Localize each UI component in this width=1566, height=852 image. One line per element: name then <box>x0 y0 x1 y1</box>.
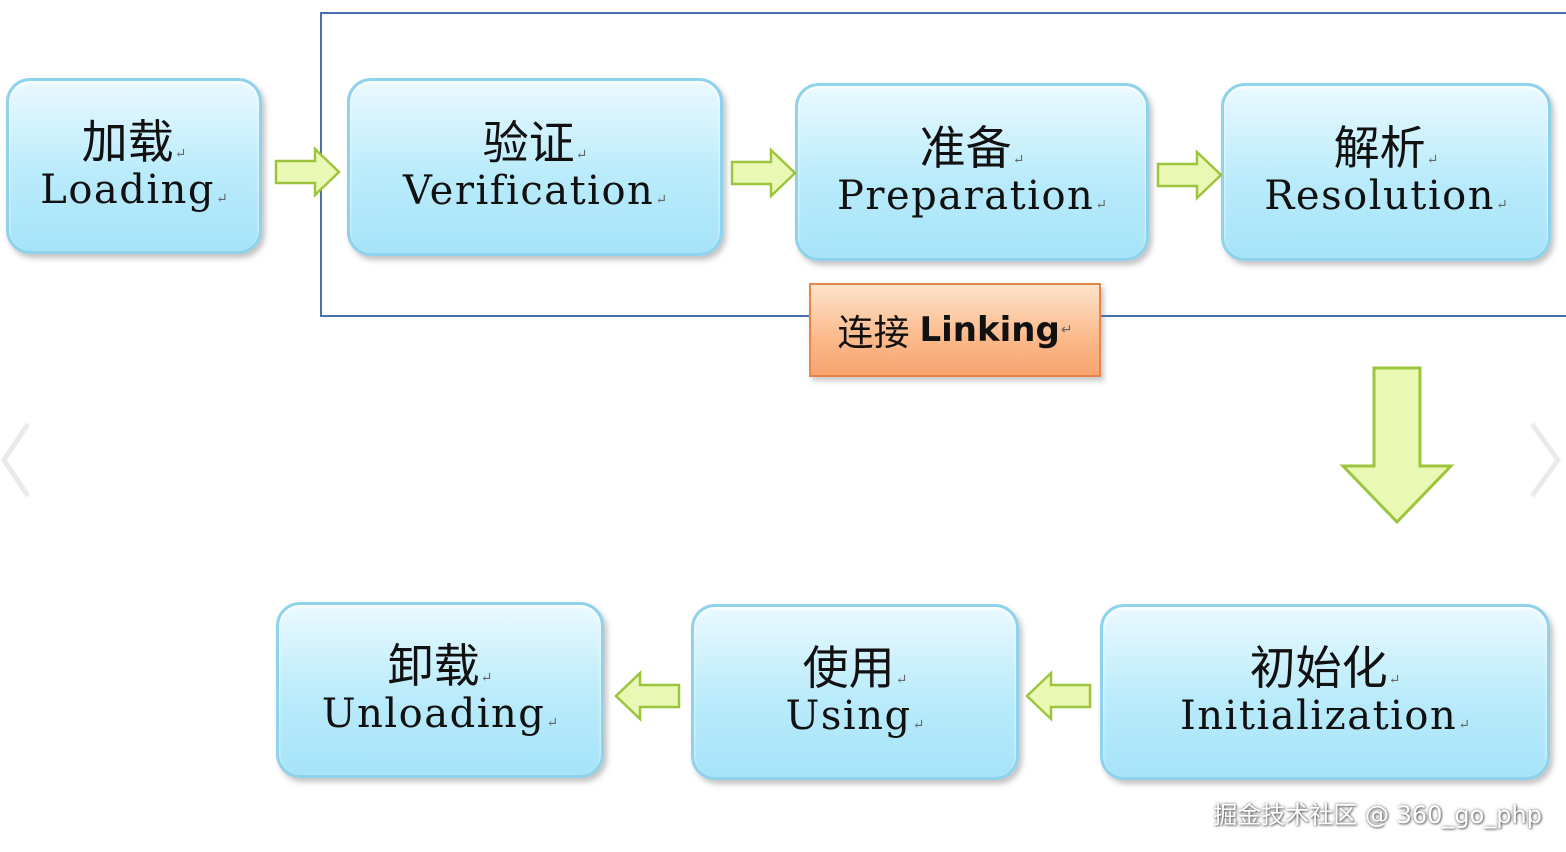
stage-resolution-cn: 解析 <box>1333 120 1426 175</box>
stage-verification-en: Verification <box>402 168 655 215</box>
linking-label: 连接 Linking ↵ <box>809 283 1101 377</box>
linking-label-cn: 连接 <box>837 313 910 354</box>
stage-loading: 加载↵ Loading↵ <box>6 78 262 254</box>
chevron-left-icon[interactable] <box>0 420 40 500</box>
stage-initialization-en: Initialization <box>1179 693 1458 740</box>
stage-initialization: 初始化↵ Initialization↵ <box>1100 604 1550 780</box>
stage-preparation: 准备↵ Preparation↵ <box>795 83 1149 261</box>
arrow-icon <box>730 147 797 199</box>
stage-preparation-en: Preparation <box>836 173 1095 220</box>
stage-initialization-cn: 初始化 <box>1249 640 1388 695</box>
linking-label-en: Linking <box>919 310 1060 350</box>
arrow-icon <box>614 670 681 722</box>
stage-using-cn: 使用 <box>802 640 895 695</box>
stage-unloading: 卸载↵ Unloading↵ <box>276 602 604 778</box>
stage-using: 使用↵ Using↵ <box>691 604 1019 780</box>
arrow-icon <box>1339 366 1455 525</box>
arrow-icon <box>1156 149 1223 201</box>
watermark: 掘金技术社区 @ 360_go_php <box>1213 801 1542 829</box>
stage-unloading-cn: 卸载 <box>387 638 480 693</box>
stage-using-en: Using <box>785 693 912 740</box>
stage-verification-cn: 验证 <box>482 115 575 170</box>
stage-verification: 验证↵ Verification↵ <box>347 78 723 256</box>
stage-loading-cn: 加载 <box>81 114 174 169</box>
arrow-icon <box>274 146 341 198</box>
stage-resolution-en: Resolution <box>1264 173 1495 220</box>
arrow-icon <box>1025 670 1092 722</box>
stage-resolution: 解析↵ Resolution↵ <box>1221 83 1551 261</box>
stage-loading-en: Loading <box>40 167 216 214</box>
chevron-right-icon[interactable] <box>1524 420 1564 500</box>
stage-unloading-en: Unloading <box>321 691 546 738</box>
stage-preparation-cn: 准备 <box>919 120 1012 175</box>
